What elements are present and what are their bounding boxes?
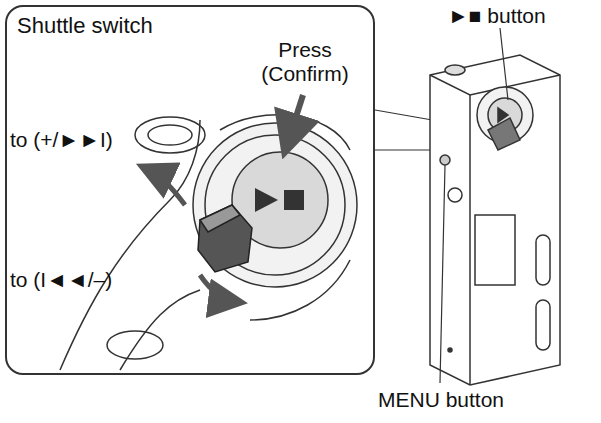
device-body: [430, 55, 560, 385]
shuttle-knob: [198, 205, 252, 272]
direction-label: to (+/►►I): [10, 128, 113, 152]
button-label: MENU button: [378, 388, 504, 412]
up-arrow: [145, 168, 185, 205]
play-stop-symbol: [255, 188, 304, 212]
inset-title: Shuttle switch: [17, 13, 153, 39]
inset-detail: [60, 115, 357, 370]
direction-label: to (I◄◄/–): [10, 268, 112, 292]
action-label: Press (Confirm): [250, 38, 360, 86]
down-arrow: [200, 275, 238, 302]
press-arrow: [286, 95, 303, 148]
button-label: ►■ button: [448, 4, 546, 28]
label-leaders: [440, 28, 508, 383]
